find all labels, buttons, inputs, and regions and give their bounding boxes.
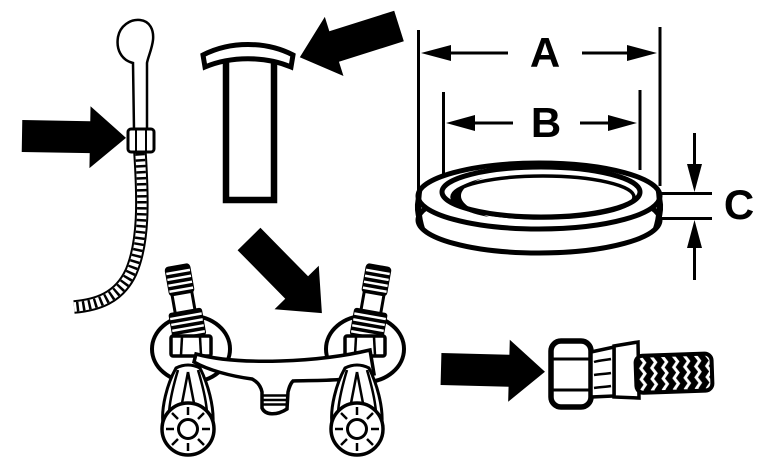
shank-tube xyxy=(200,42,296,204)
arrow-flexible-connector-icon xyxy=(440,338,546,403)
tap-handle xyxy=(160,363,216,457)
washer-ring xyxy=(415,160,663,256)
inner-shadow xyxy=(452,178,489,217)
hose-connector-nut xyxy=(126,127,156,154)
arrow-shank-tube-icon xyxy=(290,0,409,87)
inlet-hex-nut xyxy=(169,334,213,358)
inlet-thread-top xyxy=(164,263,195,297)
tap-handle-right xyxy=(329,363,385,457)
arrow-hose-connection-icon xyxy=(21,105,127,169)
mixer-tap xyxy=(150,260,406,457)
tap-outlet-threads xyxy=(263,394,287,406)
tube-flange xyxy=(200,42,296,71)
tap-body xyxy=(191,347,376,416)
label-dimension-b: B xyxy=(531,99,561,146)
dimension-c xyxy=(657,133,712,280)
shower-handset xyxy=(73,18,156,314)
label-dimension-a: A xyxy=(530,29,560,76)
handset-handle xyxy=(116,18,155,132)
dimension-b xyxy=(442,90,642,177)
braided-hose xyxy=(633,351,715,395)
connector-hex-nut xyxy=(548,338,594,410)
label-dimension-c: C xyxy=(724,181,754,228)
flexible-connector xyxy=(548,338,715,410)
dimension-a xyxy=(417,27,662,190)
arrow-mixer-tap-icon xyxy=(226,217,345,335)
connector-ferrule xyxy=(589,339,641,400)
shower-hose xyxy=(73,152,149,314)
tube-body xyxy=(222,62,278,204)
